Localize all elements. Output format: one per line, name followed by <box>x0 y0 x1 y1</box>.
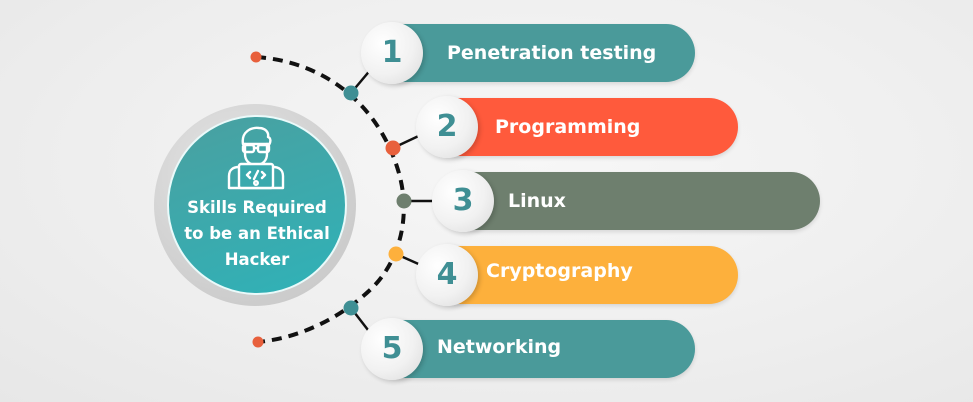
skill-number-badge-2: 2 <box>416 96 478 158</box>
skill-pill-5 <box>375 320 695 378</box>
skill-pill-1 <box>375 24 695 82</box>
connector-dot-5 <box>343 300 359 316</box>
skill-label-5: Networking <box>437 336 562 358</box>
hub-title-line-2: to be an Ethical <box>184 224 330 243</box>
connector-dot-3 <box>396 193 412 209</box>
connector-dot-2 <box>385 140 401 156</box>
skill-pill-4 <box>430 246 738 304</box>
hub-title: Skills Required to be an Ethical Hacker <box>170 195 344 273</box>
skill-pill-3 <box>448 172 820 230</box>
skill-label-1: Penetration testing <box>447 42 657 64</box>
arc-end-dot-bottom <box>252 336 264 348</box>
skill-number-badge-5: 5 <box>361 318 423 380</box>
arc-end-dot-top <box>250 51 262 63</box>
hacker-with-laptop-icon <box>227 126 285 190</box>
skill-label-2: Programming <box>495 116 641 138</box>
skill-number-badge-1: 1 <box>361 22 423 84</box>
connector-dot-1 <box>343 85 359 101</box>
hub-title-line-1: Skills Required <box>187 198 327 217</box>
skill-number-badge-4: 4 <box>416 244 478 306</box>
hub-title-line-3: Hacker <box>224 250 290 269</box>
skill-number-badge-3: 3 <box>432 170 494 232</box>
skill-label-4: Cryptography <box>486 260 633 282</box>
skill-pill-2 <box>430 98 738 156</box>
skill-label-3: Linux <box>508 190 566 212</box>
connector-dot-4 <box>388 246 404 262</box>
